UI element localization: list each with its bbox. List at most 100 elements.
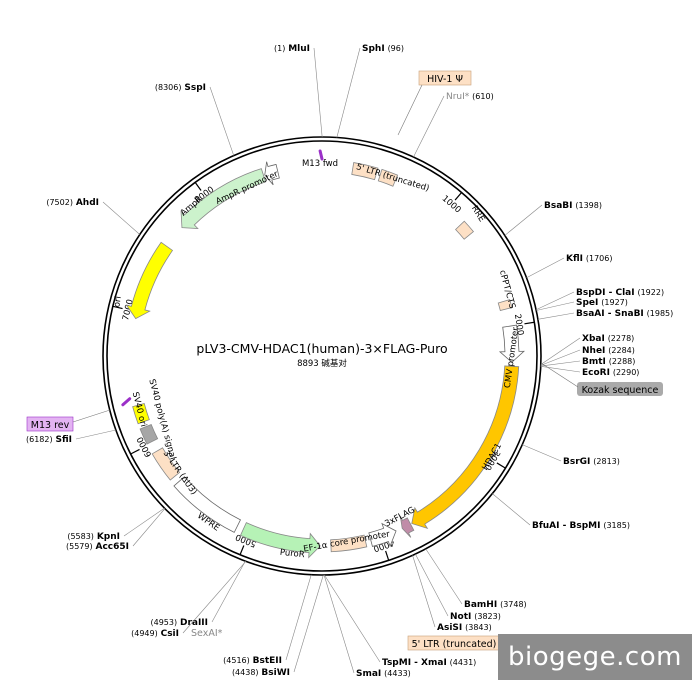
feature-segment bbox=[125, 241, 174, 320]
hiv-psi-tag: HIV-1 Ψ bbox=[427, 74, 463, 85]
restriction-site-label: SphI (96) bbox=[362, 44, 404, 54]
site-position: (6182) bbox=[26, 435, 53, 444]
feature-segment bbox=[498, 324, 525, 363]
site-position: (1398) bbox=[575, 201, 602, 210]
feature-segment bbox=[180, 168, 267, 229]
site-name: NotI bbox=[450, 612, 471, 622]
restriction-site-label: (5579) Acc65I bbox=[66, 542, 129, 552]
tick-mark bbox=[524, 321, 535, 325]
site-name: BmtI bbox=[582, 357, 606, 367]
restriction-site-label: XbaI (2278) bbox=[582, 334, 634, 344]
tick-mark bbox=[454, 192, 463, 201]
site-leader bbox=[540, 360, 581, 367]
site-leader bbox=[211, 560, 246, 623]
site-leader bbox=[540, 349, 581, 366]
feature-segment bbox=[368, 522, 397, 548]
site-position: (2813) bbox=[593, 457, 620, 466]
site-leader bbox=[415, 553, 449, 617]
site-leader bbox=[536, 301, 575, 311]
site-position: (4516) bbox=[223, 656, 250, 665]
site-position: (2278) bbox=[608, 334, 635, 343]
feature-segment bbox=[132, 403, 150, 425]
site-position: (5579) bbox=[66, 542, 93, 551]
restriction-site-label: EcoRI (2290) bbox=[582, 368, 639, 378]
site-name: SspI bbox=[184, 83, 206, 93]
m13rev-tag: M13 rev bbox=[31, 420, 70, 431]
site-name: TspMI - XmaI bbox=[382, 658, 447, 668]
feature-segment bbox=[264, 161, 280, 186]
site-leader bbox=[412, 555, 436, 628]
feature-track bbox=[121, 149, 525, 559]
site-name: KflI bbox=[566, 254, 583, 264]
feature-segment bbox=[377, 168, 399, 187]
restriction-site-label: (4438) BsiWI bbox=[232, 668, 290, 678]
site-position: (3748) bbox=[500, 600, 527, 609]
site-position: (2284) bbox=[608, 346, 635, 355]
tick-mark bbox=[385, 550, 390, 561]
site-leader bbox=[132, 508, 166, 547]
site-position: (4431) bbox=[450, 658, 477, 667]
restriction-site-label: NheI (2284) bbox=[582, 346, 635, 356]
primer-site bbox=[318, 149, 324, 161]
restriction-site-label: AsiSI (3843) bbox=[437, 623, 492, 633]
site-leader bbox=[425, 548, 463, 605]
site-position: (96) bbox=[388, 44, 404, 53]
restriction-site-label: BsaAI - SnaBI (1985) bbox=[576, 309, 673, 319]
feature-label: 5' LTR (truncated) bbox=[355, 162, 430, 194]
site-position: (1) bbox=[274, 44, 285, 53]
site-position: (3843) bbox=[465, 623, 492, 632]
site-name: SfiI bbox=[55, 435, 72, 445]
site-position: (610) bbox=[472, 92, 494, 101]
site-name: BsiWI bbox=[261, 668, 290, 678]
site-name: BsrGI bbox=[563, 457, 590, 467]
site-leader bbox=[336, 47, 361, 138]
feature-label: ori bbox=[112, 296, 123, 308]
site-leader bbox=[293, 574, 324, 673]
feature-segment bbox=[151, 447, 181, 481]
m13rev-leader bbox=[72, 409, 111, 423]
tick-mark bbox=[194, 182, 202, 191]
restriction-site-label: (5583) KpnI bbox=[67, 532, 120, 542]
site-leader bbox=[209, 86, 235, 156]
site-leader bbox=[324, 574, 381, 663]
restriction-site-label: (7502) AhdI bbox=[46, 198, 99, 208]
tick-label: 1000 bbox=[440, 194, 463, 216]
site-position: (2288) bbox=[609, 357, 636, 366]
site-name: XbaI bbox=[582, 334, 605, 344]
site-leader bbox=[537, 312, 575, 320]
restriction-site-label: BsaBI (1398) bbox=[544, 201, 602, 211]
site-name: EcoRI bbox=[582, 368, 610, 378]
site-name: BfuAI - BspMI bbox=[532, 521, 600, 531]
restriction-site-label: SpeI (1927) bbox=[576, 298, 628, 308]
site-position: (1927) bbox=[601, 298, 628, 307]
site-leader bbox=[313, 47, 323, 138]
site-position: (1922) bbox=[637, 288, 664, 297]
tick-mark bbox=[112, 305, 123, 310]
site-leader bbox=[535, 291, 575, 311]
restriction-site-label: BamHI (3748) bbox=[464, 600, 527, 610]
restriction-site-label: BspDI - ClaI (1922) bbox=[576, 288, 664, 298]
site-leader bbox=[323, 574, 355, 674]
site-name: CsiI bbox=[161, 629, 179, 639]
restriction-site-label: (1) MluI bbox=[274, 44, 310, 54]
site-name: BamHI bbox=[464, 600, 497, 610]
site-leader bbox=[413, 95, 445, 158]
site-position: (8306) bbox=[155, 83, 182, 92]
site-name: DraIII bbox=[180, 618, 208, 628]
site-position: (3823) bbox=[474, 612, 501, 621]
tick-mark bbox=[239, 545, 245, 555]
feature-segment bbox=[139, 423, 159, 445]
tick-mark bbox=[130, 448, 140, 455]
restriction-site-label: KflI (1706) bbox=[566, 254, 612, 264]
backbone-outer bbox=[102, 136, 542, 576]
restriction-site-label: (6182) SfiI bbox=[26, 435, 72, 445]
site-name: BsaAI - SnaBI bbox=[576, 309, 644, 319]
feature-segment bbox=[351, 162, 379, 181]
site-name: Acc65I bbox=[95, 542, 129, 552]
site-leader bbox=[75, 429, 116, 440]
feature-label: PuroR bbox=[279, 548, 305, 561]
site-leader bbox=[102, 201, 140, 235]
